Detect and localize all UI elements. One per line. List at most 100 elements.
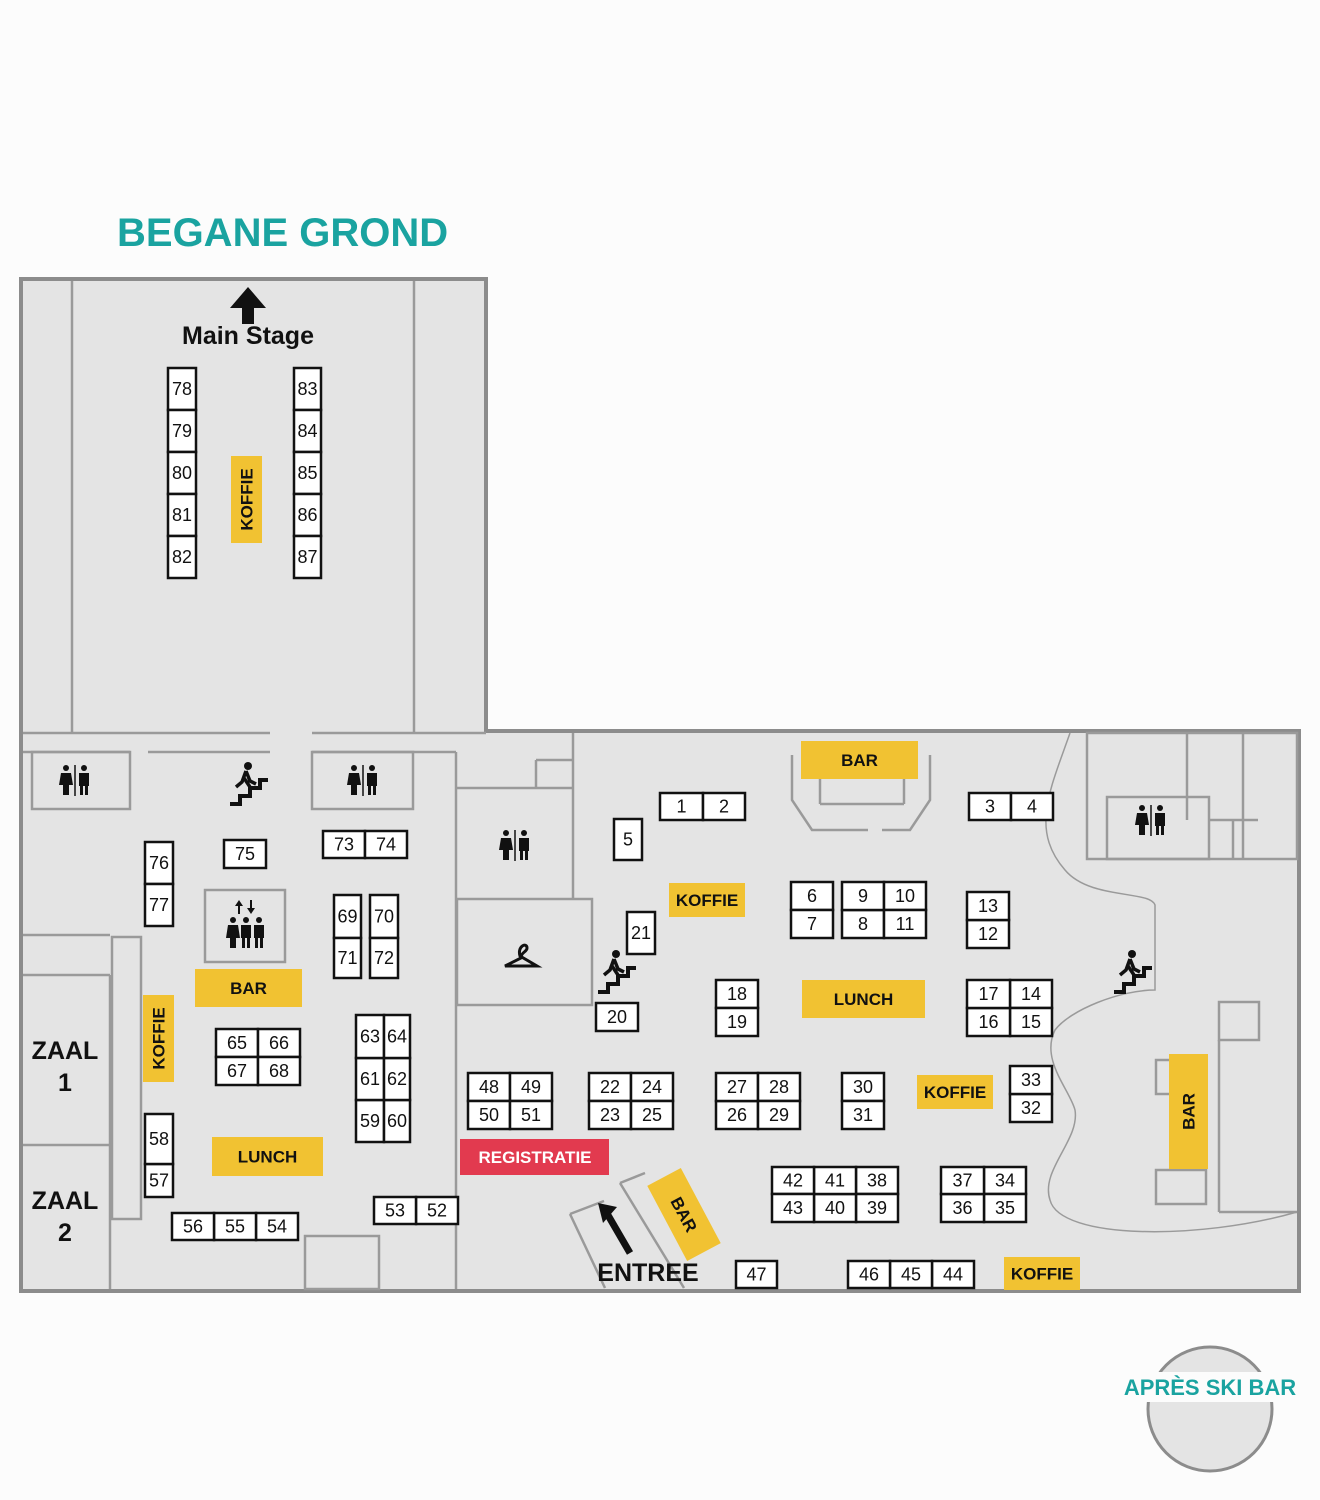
booth-51[interactable]: 51: [508, 1099, 554, 1131]
booth-62[interactable]: 62: [382, 1056, 412, 1102]
booth-58[interactable]: 58: [143, 1112, 175, 1166]
booth-78[interactable]: 78: [166, 366, 198, 412]
booth-87[interactable]: 87: [292, 534, 323, 580]
booth-70[interactable]: 70: [368, 893, 400, 940]
booth-8[interactable]: 8: [840, 908, 886, 940]
bar-right[interactable]: BAR: [1169, 1054, 1208, 1169]
booth-86[interactable]: 86: [292, 492, 323, 538]
booth-83[interactable]: 83: [292, 366, 323, 412]
booth-75[interactable]: 75: [222, 838, 268, 870]
koffie-left[interactable]: KOFFIE: [143, 995, 174, 1082]
booth-65[interactable]: 65: [214, 1027, 260, 1059]
booth-43[interactable]: 43: [770, 1192, 816, 1224]
bar-entrance[interactable]: BAR: [647, 1168, 721, 1261]
booth-2[interactable]: 2: [701, 791, 747, 822]
booth-19[interactable]: 19: [714, 1006, 760, 1038]
booth-9[interactable]: 9: [840, 880, 886, 912]
booth-20[interactable]: 20: [594, 1001, 640, 1033]
booth-80[interactable]: 80: [166, 450, 198, 496]
booth-22[interactable]: 22: [587, 1071, 633, 1103]
booth-82[interactable]: 82: [166, 534, 198, 580]
booth-21[interactable]: 21: [625, 910, 657, 956]
booth-74[interactable]: 74: [363, 829, 409, 860]
booth-79[interactable]: 79: [166, 408, 198, 454]
booth-6[interactable]: 6: [789, 880, 835, 912]
booth-32[interactable]: 32: [1008, 1092, 1054, 1124]
lunch-mid[interactable]: LUNCH: [802, 980, 925, 1018]
booth-11[interactable]: 11: [882, 908, 928, 940]
booth-57[interactable]: 57: [143, 1162, 175, 1199]
booth-47[interactable]: 47: [734, 1259, 779, 1290]
booth-54[interactable]: 54: [254, 1211, 300, 1242]
booth-23[interactable]: 23: [587, 1099, 633, 1131]
booth-59[interactable]: 59: [354, 1098, 386, 1144]
booth-1[interactable]: 1: [658, 791, 705, 822]
booth-73[interactable]: 73: [321, 829, 367, 860]
booth-17[interactable]: 17: [965, 978, 1012, 1010]
booth-81[interactable]: 81: [166, 492, 198, 538]
booth-24[interactable]: 24: [629, 1071, 675, 1103]
lunch-left[interactable]: LUNCH: [212, 1137, 323, 1176]
booth-67[interactable]: 67: [214, 1055, 260, 1087]
booth-37[interactable]: 37: [939, 1165, 986, 1196]
booth-33[interactable]: 33: [1008, 1064, 1054, 1096]
booth-15[interactable]: 15: [1008, 1006, 1054, 1038]
booth-4[interactable]: 4: [1009, 791, 1055, 822]
booth-48[interactable]: 48: [466, 1071, 512, 1103]
booth-53[interactable]: 53: [372, 1195, 418, 1226]
booth-34[interactable]: 34: [982, 1165, 1028, 1196]
booth-28[interactable]: 28: [756, 1071, 802, 1103]
booth-27[interactable]: 27: [714, 1071, 760, 1103]
booth-44[interactable]: 44: [930, 1259, 976, 1290]
booth-85[interactable]: 85: [292, 450, 323, 496]
booth-46[interactable]: 46: [846, 1259, 892, 1290]
bar-top[interactable]: BAR: [801, 741, 918, 779]
booth-56[interactable]: 56: [170, 1211, 216, 1242]
booth-52[interactable]: 52: [414, 1195, 460, 1226]
booth-29[interactable]: 29: [756, 1099, 802, 1131]
booth-35[interactable]: 35: [982, 1192, 1028, 1224]
booth-71[interactable]: 71: [332, 936, 363, 980]
booth-26[interactable]: 26: [714, 1099, 760, 1131]
booth-38[interactable]: 38: [854, 1165, 900, 1196]
booth-16[interactable]: 16: [965, 1006, 1012, 1038]
booth-3[interactable]: 3: [967, 791, 1013, 822]
booth-63[interactable]: 63: [354, 1013, 386, 1060]
booth-10[interactable]: 10: [882, 880, 928, 912]
booth-18[interactable]: 18: [714, 978, 760, 1010]
booth-30[interactable]: 30: [840, 1071, 886, 1103]
booth-76[interactable]: 76: [143, 840, 175, 886]
booth-39[interactable]: 39: [854, 1192, 900, 1224]
booth-40[interactable]: 40: [812, 1192, 858, 1224]
booth-41[interactable]: 41: [812, 1165, 858, 1196]
booth-69[interactable]: 69: [332, 893, 363, 940]
bar-left[interactable]: BAR: [195, 969, 302, 1007]
koffie-mid[interactable]: KOFFIE: [669, 883, 745, 917]
booth-13[interactable]: 13: [965, 890, 1011, 922]
registration-desk[interactable]: REGISTRATIE: [460, 1139, 609, 1175]
booth-14[interactable]: 14: [1008, 978, 1054, 1010]
booth-72[interactable]: 72: [368, 936, 400, 980]
booth-45[interactable]: 45: [888, 1259, 934, 1290]
koffie-bottom[interactable]: KOFFIE: [1004, 1257, 1080, 1290]
booth-77[interactable]: 77: [143, 882, 175, 928]
booth-36[interactable]: 36: [939, 1192, 986, 1224]
booth-25[interactable]: 25: [629, 1099, 675, 1131]
booth-68[interactable]: 68: [256, 1055, 302, 1087]
apres-ski-bar[interactable]: APRÈS SKI BAR: [1118, 1345, 1304, 1473]
booth-64[interactable]: 64: [382, 1013, 412, 1060]
koffie-stage[interactable]: KOFFIE: [231, 456, 262, 543]
booth-66[interactable]: 66: [256, 1027, 302, 1059]
booth-5[interactable]: 5: [612, 817, 644, 862]
booth-12[interactable]: 12: [965, 918, 1011, 950]
booth-60[interactable]: 60: [382, 1098, 412, 1144]
booth-31[interactable]: 31: [840, 1099, 886, 1131]
koffie-right[interactable]: KOFFIE: [917, 1075, 993, 1109]
booth-55[interactable]: 55: [212, 1211, 258, 1242]
booth-84[interactable]: 84: [292, 408, 323, 454]
booth-49[interactable]: 49: [508, 1071, 554, 1103]
booth-42[interactable]: 42: [770, 1165, 816, 1196]
booth-7[interactable]: 7: [789, 908, 835, 940]
booth-61[interactable]: 61: [354, 1056, 386, 1102]
booth-50[interactable]: 50: [466, 1099, 512, 1131]
